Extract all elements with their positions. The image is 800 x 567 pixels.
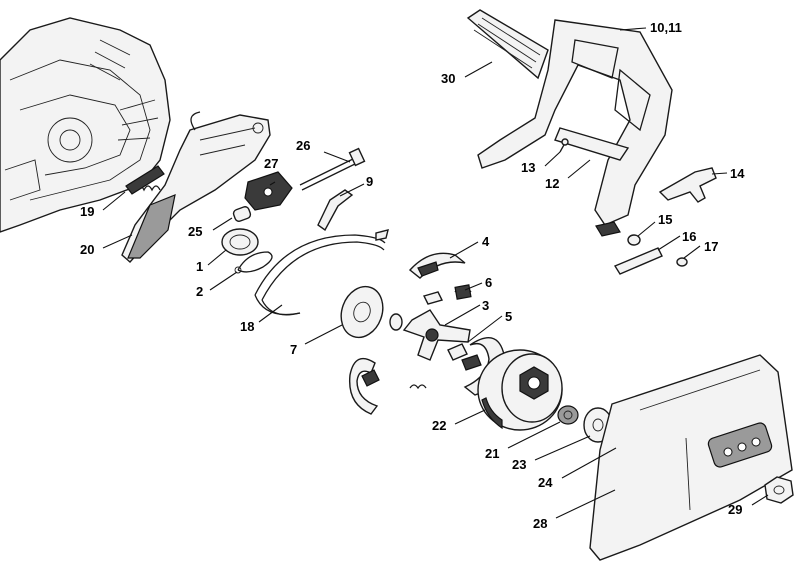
- callout-7: 7: [290, 342, 297, 357]
- part-19-spring: [125, 165, 165, 195]
- callout-27: 27: [264, 156, 278, 171]
- leader-lines: [102, 27, 769, 519]
- lower-clutch-shoe: [348, 357, 380, 415]
- callout-16: 16: [682, 229, 696, 244]
- part-9-lever: [317, 189, 354, 232]
- part-30-grip-pad: [466, 9, 549, 80]
- part-12-plate: [554, 127, 630, 161]
- part-15-washer: [627, 234, 641, 246]
- callout-29: 29: [728, 502, 742, 517]
- callout-labels: 19 20 25 1 2 27 26 9 18 7 4 6 3 5 22 21 …: [80, 20, 745, 531]
- callout-9: 9: [366, 174, 373, 189]
- part-16-link: [613, 247, 663, 275]
- callout-3: 3: [482, 298, 489, 313]
- callout-2: 2: [196, 284, 203, 299]
- callout-15: 15: [658, 212, 672, 227]
- callout-13: 13: [521, 160, 535, 175]
- callout-23: 23: [512, 457, 526, 472]
- part-17-pin: [676, 257, 688, 267]
- part-3-clutch-hub: [402, 309, 471, 361]
- callout-25: 25: [188, 224, 202, 239]
- callout-14: 14: [730, 166, 745, 181]
- callout-18: 18: [240, 319, 254, 334]
- part-22-clutch-drum: [477, 349, 563, 431]
- callout-17: 17: [704, 239, 718, 254]
- part-26-bolt: [299, 147, 366, 191]
- part-21-needle-bearing: [557, 405, 579, 425]
- part-6-spring: [454, 284, 472, 300]
- callout-6: 6: [485, 275, 492, 290]
- callout-5: 5: [505, 309, 512, 324]
- part-10-11-hand-guard: [477, 19, 673, 237]
- callout-10-11: 10,11: [650, 20, 682, 35]
- part-28-sprocket-cover: [589, 354, 793, 561]
- part-2-spring-clip: [234, 251, 273, 274]
- part-4-clutch-shoe: [408, 252, 466, 279]
- part-18-brake-band: [254, 229, 389, 316]
- part-25-sleeve: [232, 206, 252, 222]
- callout-19: 19: [80, 204, 94, 219]
- part-27-bracket: [244, 171, 293, 211]
- callout-4: 4: [482, 234, 490, 249]
- small-clutch-parts: [389, 291, 444, 390]
- callout-28: 28: [533, 516, 547, 531]
- callout-30: 30: [441, 71, 455, 86]
- callout-1: 1: [196, 259, 203, 274]
- callout-26: 26: [296, 138, 310, 153]
- part-20-side-plate: [121, 111, 271, 263]
- part-29-nut: [764, 476, 794, 504]
- engine-housing: [0, 17, 171, 233]
- callout-12: 12: [545, 176, 559, 191]
- part-13-screw: [559, 138, 569, 153]
- callout-21: 21: [485, 446, 499, 461]
- callout-22: 22: [432, 418, 446, 433]
- part-14-lever: [658, 167, 717, 203]
- callout-24: 24: [538, 475, 553, 490]
- callout-20: 20: [80, 242, 94, 257]
- part-1-bushing: [221, 228, 259, 256]
- part-7-plate: [340, 285, 384, 339]
